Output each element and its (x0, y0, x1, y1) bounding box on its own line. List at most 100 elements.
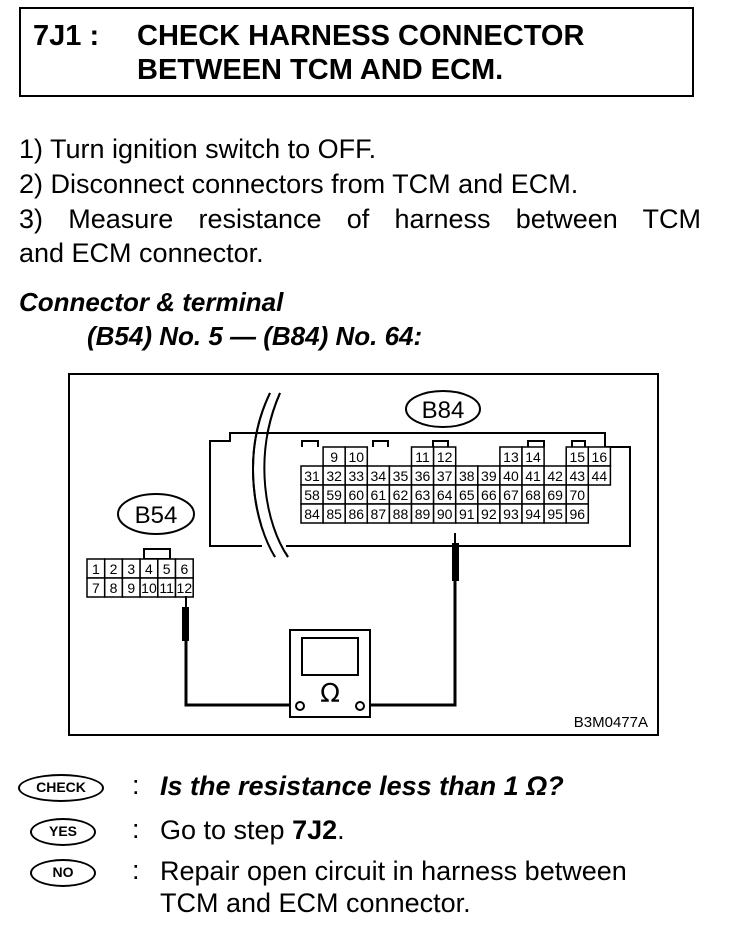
b84-pin-34: 34 (371, 468, 387, 484)
b84-pin-95: 95 (547, 506, 563, 522)
b54-pin-12: 12 (177, 580, 193, 596)
b84-pin-16: 16 (592, 449, 608, 465)
b84-pin-90: 90 (437, 506, 453, 522)
b84-pin-42: 42 (547, 468, 563, 484)
b84-pin-69: 69 (547, 487, 563, 503)
b84-break-lines-front (252, 392, 289, 558)
connector-heading: Connector & terminal (19, 287, 284, 317)
b84-pin-10: 10 (348, 449, 364, 465)
b84-pin-67: 67 (503, 487, 519, 503)
yes-row: YES : Go to step 7J2. (18, 814, 718, 854)
b84-pin-12: 12 (437, 449, 453, 465)
b84-pin-38: 38 (459, 468, 475, 484)
no-row: NO : Repair open circuit in harness betw… (18, 855, 718, 925)
step-title-box: 7J1 : CHECK HARNESS CONNECTOR BETWEEN TC… (19, 7, 694, 97)
b54-label: B54 (135, 502, 178, 529)
b84-pin-31: 31 (304, 468, 320, 484)
yes-answer-prefix: Go to step (160, 815, 293, 845)
no-answer-line-1: Repair open circuit in harness between (160, 856, 627, 886)
b54-pin-10: 10 (141, 580, 157, 596)
step-title-line-2: BETWEEN TCM AND ECM. (137, 54, 504, 86)
yes-colon: : (132, 814, 140, 844)
b84-pin-64: 64 (437, 487, 453, 503)
b54-pin-3: 3 (127, 561, 135, 577)
b84-pin-65: 65 (459, 487, 475, 503)
b84-pin-62: 62 (393, 487, 409, 503)
b84-pin-92: 92 (481, 506, 497, 522)
instruction-step-3: 3) Measure resistance of harness between… (19, 204, 701, 234)
b84-pin-35: 35 (393, 468, 409, 484)
b54-pin-4: 4 (145, 561, 153, 577)
b84-pin-88: 88 (393, 506, 409, 522)
no-answer-line-2: TCM and ECM connector. (160, 888, 471, 918)
b84-pin-60: 60 (348, 487, 364, 503)
b84-pin-91: 91 (459, 506, 475, 522)
b84-pin-89: 89 (415, 506, 431, 522)
b84-pin-37: 37 (437, 468, 453, 484)
step-title: CHECK HARNESS CONNECTOR BETWEEN TCM AND … (137, 19, 584, 87)
b84-label-bubble (405, 390, 481, 428)
b84-pin-43: 43 (569, 468, 585, 484)
b54-pin-7: 7 (92, 580, 100, 596)
b54-pin-1: 1 (92, 561, 100, 577)
yes-badge: YES (30, 818, 96, 846)
meter-leads (184, 581, 457, 707)
b54-label-bubble (117, 493, 195, 535)
b84-pin-70: 70 (569, 487, 585, 503)
b84-pin-94: 94 (525, 506, 541, 522)
b84-pin-11: 11 (415, 449, 430, 465)
yes-answer: Go to step 7J2. (160, 814, 345, 846)
b54-pin-8: 8 (110, 580, 118, 596)
b84-pin-44-cell (587, 465, 612, 486)
b84-pin-44: 44 (592, 468, 608, 484)
b54-pin-9: 9 (127, 580, 135, 596)
b84-pin-66: 66 (481, 487, 497, 503)
b84-label: B84 (422, 397, 465, 424)
b54-pin-11: 11 (159, 580, 174, 596)
instruction-step-3-continued: and ECM connector. (19, 238, 264, 268)
b84-pin-61: 61 (371, 487, 387, 503)
b84-pin-96: 96 (569, 506, 585, 522)
b54-connector-tab (143, 548, 171, 560)
ohm-symbol: Ω (320, 679, 340, 709)
b84-pin-41: 41 (525, 468, 541, 484)
b84-top-notches (301, 440, 586, 447)
instruction-step-2: 2) Disconnect connectors from TCM and EC… (19, 169, 579, 199)
b84-connector-outline (209, 432, 631, 547)
b84-pin-58: 58 (304, 487, 320, 503)
b54-pin-2: 2 (110, 561, 118, 577)
yes-answer-suffix: . (337, 815, 345, 845)
b84-pin-33: 33 (348, 468, 364, 484)
b54-pin-5: 5 (163, 561, 171, 577)
b84-pin-84: 84 (304, 506, 320, 522)
b54-pin-12-cell (174, 577, 194, 598)
b84-pin-96-cell (565, 503, 590, 524)
b84-pin-9: 9 (330, 449, 338, 465)
no-colon: : (132, 855, 140, 885)
ohmmeter: Ω (289, 629, 371, 718)
b84-pin-13: 13 (503, 449, 519, 465)
b84-pin-59: 59 (326, 487, 342, 503)
no-badge: NO (30, 859, 96, 887)
connector-terminals: (B54) No. 5 — (B84) No. 64: (87, 321, 423, 351)
b84-pin-14: 14 (525, 449, 541, 465)
figure-id: B3M0477A (574, 714, 648, 731)
check-badge: CHECK (18, 774, 104, 802)
probe-b54 (182, 596, 189, 641)
b84-pin-36: 36 (415, 468, 431, 484)
b84-pin-15: 15 (569, 449, 585, 465)
yes-next-step: 7J2 (292, 815, 338, 845)
b54-pin-6: 6 (180, 561, 188, 577)
b84-pin-68: 68 (525, 487, 541, 503)
b84-pin-86: 86 (348, 506, 364, 522)
step-code: 7J1 : (33, 20, 100, 52)
b84-pin-85: 85 (326, 506, 342, 522)
step-title-line-1: CHECK HARNESS CONNECTOR (137, 20, 585, 52)
b84-pin-40: 40 (503, 468, 519, 484)
check-colon: : (132, 770, 140, 800)
no-answer: Repair open circuit in harness between T… (160, 855, 720, 919)
